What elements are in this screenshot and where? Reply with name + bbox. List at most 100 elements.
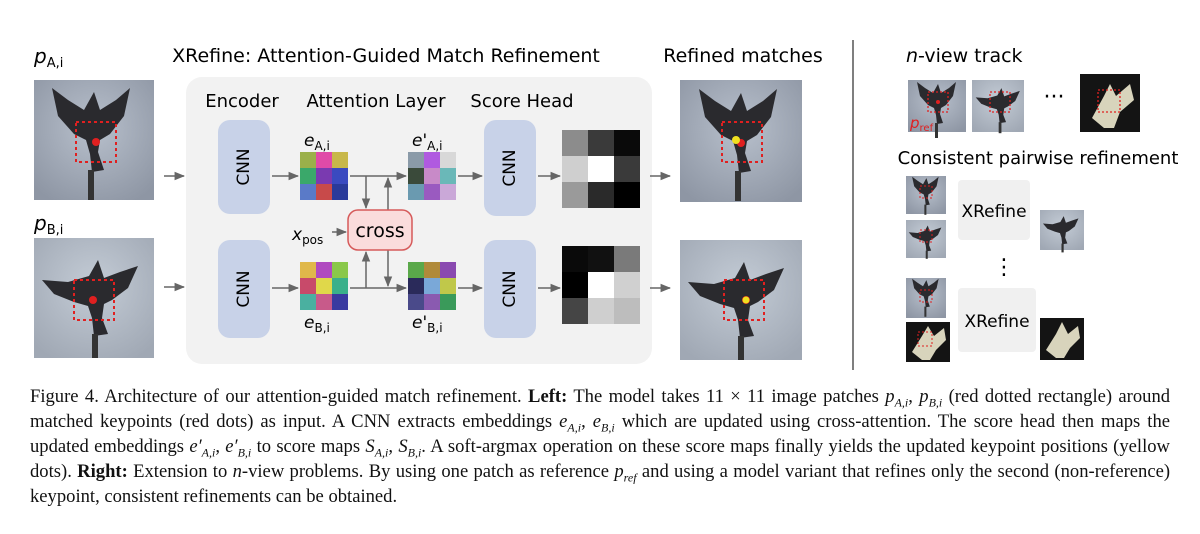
- grid-cell: [562, 246, 588, 272]
- embedding-a-prime-label: e'A,i: [412, 131, 443, 153]
- grid-cell: [424, 184, 440, 200]
- xpos-label: xpos: [291, 225, 323, 247]
- patch-a-image: [34, 80, 154, 200]
- grid-cell: [440, 168, 456, 184]
- figure-label: Figure 4.: [30, 386, 99, 407]
- patch-b-label: pB,i: [33, 211, 63, 238]
- grid-cell: [614, 156, 640, 182]
- embedding-b-label: eB,i: [304, 313, 330, 335]
- embedding-b-grid: [300, 262, 348, 310]
- nview-ellipsis: ···: [1044, 85, 1065, 110]
- figure-title: XRefine: Attention-Guided Match Refineme…: [172, 45, 600, 67]
- pair-1-ref: [906, 176, 946, 215]
- svg-text:XRefine: XRefine: [961, 202, 1026, 222]
- caption-text: which are updated using cross-attention.…: [30, 411, 1171, 457]
- grid-cell: [316, 184, 332, 200]
- math: eB,i: [592, 411, 615, 435]
- grid-cell: [614, 298, 640, 324]
- grid-cell: [588, 298, 614, 324]
- grid-cell: [424, 168, 440, 184]
- right-label: Right:: [77, 461, 128, 482]
- grid-cell: [562, 182, 588, 208]
- grid-cell: [332, 294, 348, 310]
- grid-cell: [316, 294, 332, 310]
- caption-text: The model takes 11 × 11 image patches: [573, 386, 879, 407]
- nview-patch-n: [1080, 74, 1140, 132]
- math: e′A,i: [189, 436, 216, 460]
- svg-text:cross: cross: [355, 220, 404, 242]
- grid-cell: [440, 294, 456, 310]
- caption-text: Extension to: [133, 461, 228, 482]
- score-head-label: Score Head: [470, 91, 573, 112]
- grid-cell: [408, 168, 424, 184]
- patch-b-image: [34, 238, 154, 358]
- grid-cell: [440, 262, 456, 278]
- math: e′B,i: [225, 436, 252, 460]
- grid-cell: [588, 182, 614, 208]
- grid-cell: [614, 130, 640, 156]
- grid-cell: [588, 156, 614, 182]
- cnn-encoder-b: CNN: [218, 240, 270, 338]
- grid-cell: [562, 298, 588, 324]
- grid-cell: [316, 262, 332, 278]
- grid-cell: [300, 184, 316, 200]
- caption-text: -view problems. By using one patch as re…: [241, 461, 610, 482]
- svg-text:CNN: CNN: [500, 270, 520, 307]
- grid-cell: [300, 152, 316, 168]
- encoder-label: Encoder: [205, 91, 279, 112]
- grid-cell: [562, 130, 588, 156]
- grid-cell: [614, 182, 640, 208]
- xrefine-block-2: XRefine: [958, 288, 1036, 352]
- grid-cell: [614, 272, 640, 298]
- xrefine-block-1: XRefine: [958, 180, 1030, 240]
- attention-layer-label: Attention Layer: [307, 91, 447, 112]
- nview-patch-2: [972, 80, 1024, 134]
- pair-2-target: [906, 322, 950, 362]
- svg-text:CNN: CNN: [234, 148, 254, 185]
- grid-cell: [614, 246, 640, 272]
- grid-cell: [300, 262, 316, 278]
- consistent-title: Consistent pairwise refinement: [898, 148, 1179, 169]
- grid-cell: [440, 152, 456, 168]
- cnn-encoder-a: CNN: [218, 120, 270, 214]
- grid-cell: [408, 152, 424, 168]
- patch-a-label: pA,i: [33, 44, 63, 71]
- pair-1-output: [1040, 210, 1084, 253]
- patch-b-box: [73, 279, 115, 321]
- grid-cell: [332, 262, 348, 278]
- refined-patch-b: [680, 240, 802, 360]
- refined-keypoint-a: [732, 136, 740, 144]
- math: pB,i: [919, 386, 943, 410]
- grid-cell: [300, 168, 316, 184]
- math: n: [232, 461, 242, 482]
- embedding-a-label: eA,i: [304, 131, 330, 153]
- grid-cell: [424, 152, 440, 168]
- grid-cell: [424, 294, 440, 310]
- cnn-score-head-b: CNN: [484, 240, 536, 338]
- grid-cell: [440, 278, 456, 294]
- caption-text: (red dotted rectangle) around matched ke…: [30, 386, 1171, 432]
- pair-2-output: [1040, 318, 1084, 360]
- embedding-b-prime-label: e'B,i: [412, 313, 443, 335]
- caption-text: to score maps: [256, 436, 361, 457]
- architecture-figure: pA,i pB,i XRefine: Attention-Guided Matc…: [33, 40, 1179, 370]
- svg-text:XRefine: XRefine: [964, 312, 1029, 332]
- grid-cell: [408, 184, 424, 200]
- pair-1-target: [906, 220, 946, 259]
- embedding-a-prime-grid: [408, 152, 456, 200]
- grid-cell: [408, 262, 424, 278]
- grid-cell: [332, 152, 348, 168]
- grid-cell: [440, 184, 456, 200]
- refined-patch-a: [680, 80, 802, 202]
- score-map-a: [562, 130, 640, 208]
- caption-text: Architecture of our attention-guided mat…: [104, 386, 522, 407]
- patch-a-keypoint: [92, 138, 100, 146]
- vertical-dots: ⋮: [993, 255, 1015, 280]
- grid-cell: [332, 168, 348, 184]
- caption-text: . A soft-argmax operation on these score…: [30, 436, 1170, 482]
- patch-b-keypoint: [89, 296, 97, 304]
- refined-keypoint-b: [742, 296, 750, 304]
- math: SB,i: [398, 436, 422, 460]
- math: pA,i: [885, 386, 909, 410]
- math: SA,i: [365, 436, 389, 460]
